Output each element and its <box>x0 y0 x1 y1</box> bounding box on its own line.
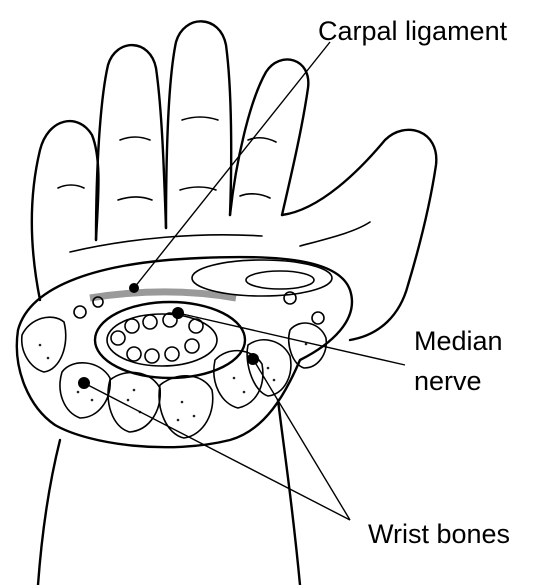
wrist-cross-section <box>17 257 352 447</box>
label-median-nerve-line1: Median <box>414 326 503 356</box>
label-carpal-ligament: Carpal ligament <box>318 16 508 46</box>
leader-wrist-bone-right <box>253 359 350 520</box>
leader-wrist-bone-left <box>84 383 350 520</box>
label-wrist-bones: Wrist bones <box>368 519 510 549</box>
leader-median-nerve <box>178 313 405 365</box>
label-median-nerve-line2: nerve <box>414 366 482 396</box>
